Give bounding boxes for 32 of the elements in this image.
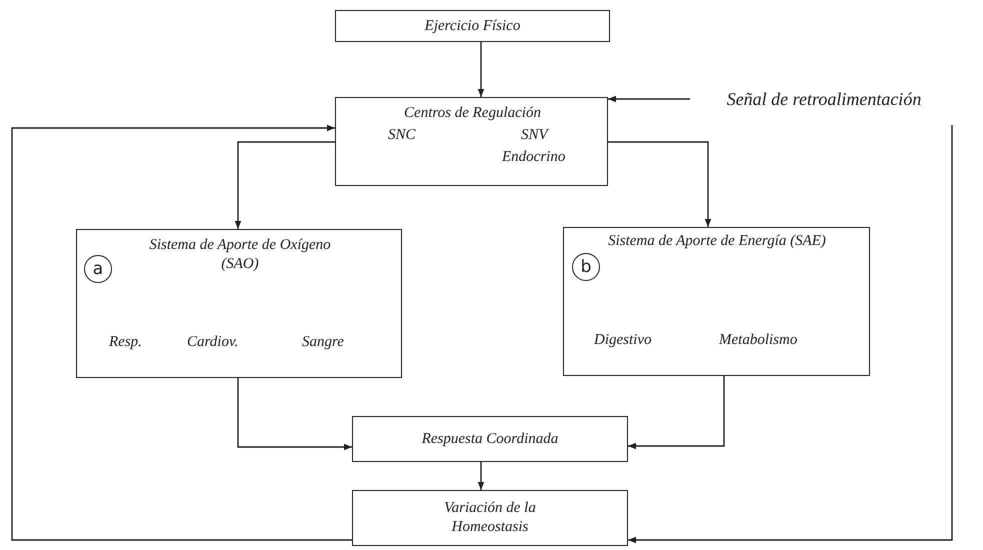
process-box (335, 97, 608, 186)
box-text: Sistema de Aporte de Energía (SAE) (607, 232, 827, 251)
process-box (352, 490, 628, 546)
process-box (335, 10, 610, 42)
box-text: SNV (521, 126, 548, 145)
box-text: Digestivo (594, 331, 652, 350)
box-text: Sistema de Aporte de Oxígeno (SAO) (148, 236, 332, 274)
arrow (608, 96, 690, 102)
box-text: Cardiov. (187, 333, 238, 352)
arrow (628, 125, 953, 544)
process-box (352, 416, 628, 462)
box-text: Centros de Regulación (403, 104, 542, 123)
feedback-label: Señal de retroalimentación (690, 87, 958, 111)
arrow (11, 124, 352, 541)
box-text: Variación de la Homeostasis (443, 499, 537, 537)
arrow (608, 141, 712, 227)
arrow (478, 462, 484, 490)
box-text: Sangre (302, 333, 344, 352)
arrow (234, 141, 335, 229)
circled-letter: a (84, 255, 112, 283)
arrow (478, 42, 484, 97)
box-text: Metabolismo (719, 331, 798, 350)
box-text: Endocrino (502, 148, 566, 167)
box-text: Resp. (109, 333, 142, 352)
circled-letter: b (572, 253, 600, 281)
box-text: Ejercicio Físico (424, 16, 520, 36)
process-box (563, 227, 870, 376)
box-text: Respuesta Coordinada (422, 430, 558, 448)
process-box (76, 229, 402, 378)
arrow (628, 376, 725, 450)
arrow (237, 378, 352, 450)
box-text: SNC (388, 126, 416, 145)
